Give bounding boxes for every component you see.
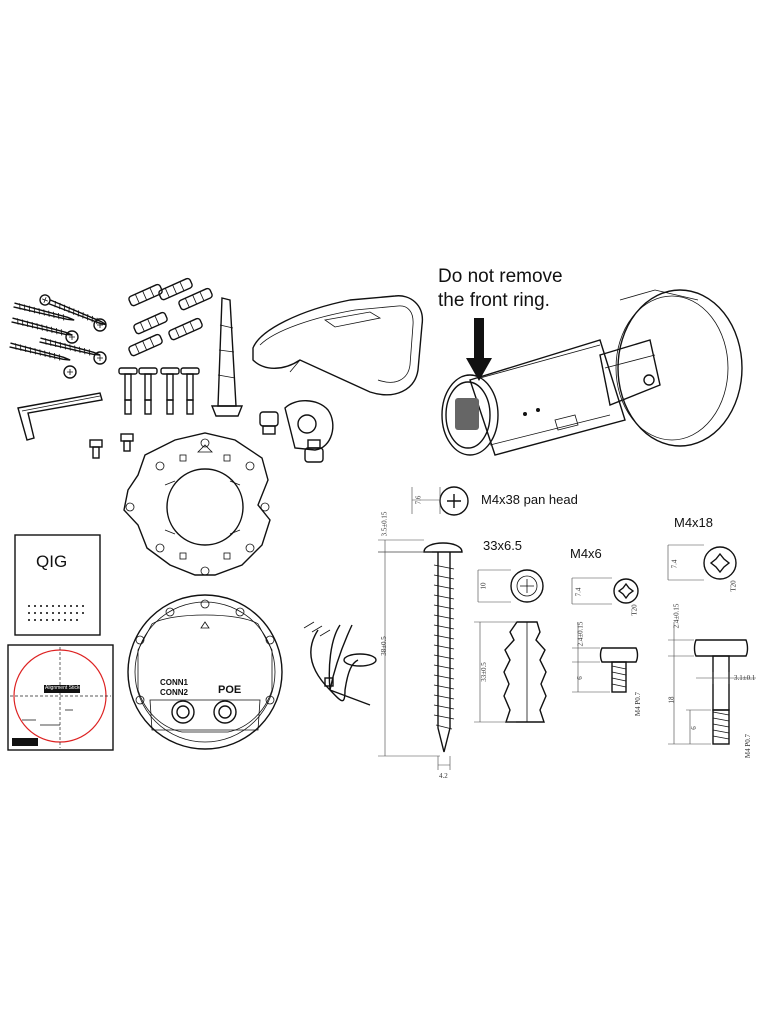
anchor-side-view [474,621,547,723]
alignment-sticker [7,644,114,751]
dim-m4x6-dia: 7.4 [574,587,583,597]
dim-m4x38-width: 7.6 [414,495,423,505]
wood-screw [13,302,75,321]
dim-m4x18-dia: 7.4 [670,559,679,569]
wood-screw [39,337,101,356]
m4x6-side-view [572,622,639,693]
m4x18-side-view [668,622,756,745]
m4x18-label: M4x18 [674,515,714,530]
m4x38-label: M4x38 pan head [481,492,578,507]
dim-m4x18-thread: M4 P0.7 [744,733,753,759]
dim-m4x6-thread: M4 P0.7 [634,691,643,717]
dim-m4x18-head: 2.4±0.15 [672,603,681,629]
dim-m4x38-dia: 4.2 [439,772,448,780]
dim-m4x18-shank: 3.1±0.1 [734,674,756,682]
notice-line-1: Do not remove [438,266,563,287]
hex-screw [89,439,103,459]
cable-harness [303,621,377,706]
dim-m4x18-torx: T20 [729,580,738,592]
dim-m4x38-length: 38±0.5 [379,636,388,656]
m4x6-head-view [571,577,639,605]
sunshield [252,295,424,396]
conn2-label: CONN2 [160,688,189,697]
dim-m4x6-torx: T20 [630,604,639,616]
m4x6-label: M4x6 [570,546,602,561]
m4x18-head-view [667,544,737,581]
junction-box-base [127,594,283,750]
machine-screw-group [118,367,200,415]
notice-line-2: the front ring. [438,290,550,311]
allen-key [17,392,103,441]
wood-screw [9,342,71,361]
dim-anchor-dia: 10 [479,582,488,590]
anchor-label: 33x6.5 [483,538,523,553]
mount-clip [259,400,334,463]
down-arrow-icon [466,318,492,381]
mounting-plate [123,432,271,576]
dim-m4x6-length: 6 [575,676,584,680]
sticker-label: Alignment Sticker [45,685,84,691]
qig-booklet [14,534,101,636]
hex-screw [120,433,134,452]
wood-screw-group [9,294,107,379]
drill-bit [210,297,244,417]
dim-m4x18-thread-length: 6 [689,726,698,730]
conn1-label: CONN1 [160,678,189,687]
qig-title: QIG [36,552,68,571]
m4x38-head-view [411,486,469,516]
dim-m4x6-head: 2.4±0.15 [576,621,585,647]
dim-m4x38-head: 3.5±0.15 [380,511,389,537]
poe-label: POE [218,684,242,696]
m4x38-screw [378,539,463,770]
dim-m4x18-length: 18 [667,696,676,704]
dim-anchor-length: 33±0.5 [479,662,488,682]
screw-head [93,318,107,332]
bullet-camera [441,289,743,456]
anchor-top-view [477,569,544,603]
wall-anchor-group [128,277,213,357]
